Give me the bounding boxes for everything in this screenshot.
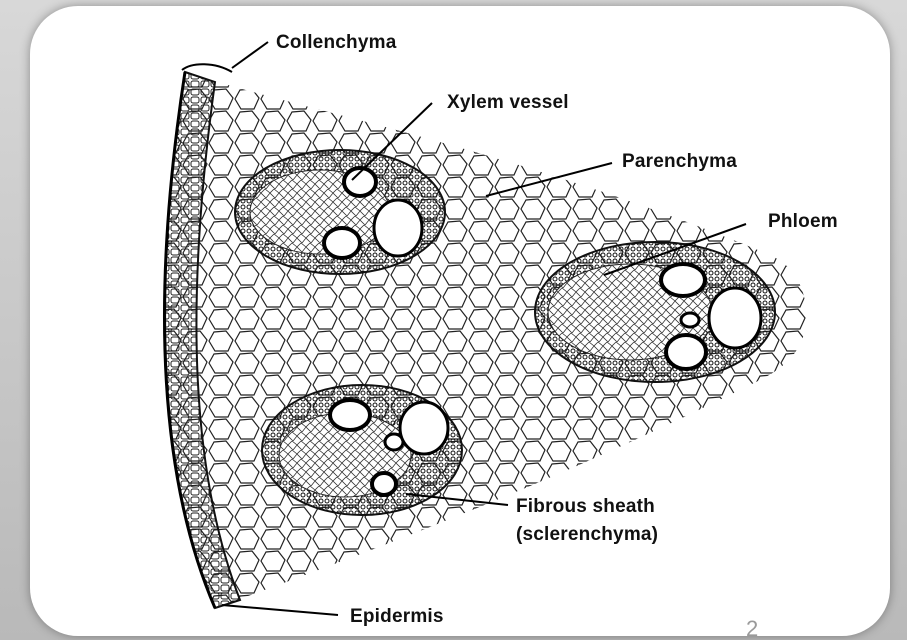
xylem-vessel-right-4 [709, 288, 761, 348]
label-xylem-vessel: Xylem vessel [447, 92, 569, 113]
xylem-vessel-upper-2 [324, 228, 360, 258]
label-sclerenchyma: (sclerenchyma) [516, 524, 658, 545]
xylem-vessel-right-1 [661, 264, 705, 296]
xylem-vessel-upper-3 [374, 200, 422, 256]
label-parenchyma: Parenchyma [622, 151, 737, 172]
xylem-vessel-right-2 [681, 313, 699, 327]
vascular-bundle-upper [235, 150, 445, 274]
xylem-vessel-lower-3 [372, 473, 396, 495]
label-collenchyma: Collenchyma [276, 32, 397, 53]
xylem-vessel-lower-4 [400, 402, 448, 454]
xylem-vessel-right-3 [666, 335, 706, 369]
label-epidermis: Epidermis [350, 606, 444, 627]
label-phloem: Phloem [768, 211, 838, 232]
label-fibrous-sheath: Fibrous sheath [516, 496, 655, 517]
vascular-bundle-lower [262, 385, 462, 515]
page-number: 2 [746, 616, 758, 640]
xylem-vessel-lower-1 [330, 400, 370, 430]
leader-epidermis [222, 605, 338, 615]
vascular-bundle-right [535, 242, 775, 382]
leader-collenchyma [232, 42, 268, 68]
